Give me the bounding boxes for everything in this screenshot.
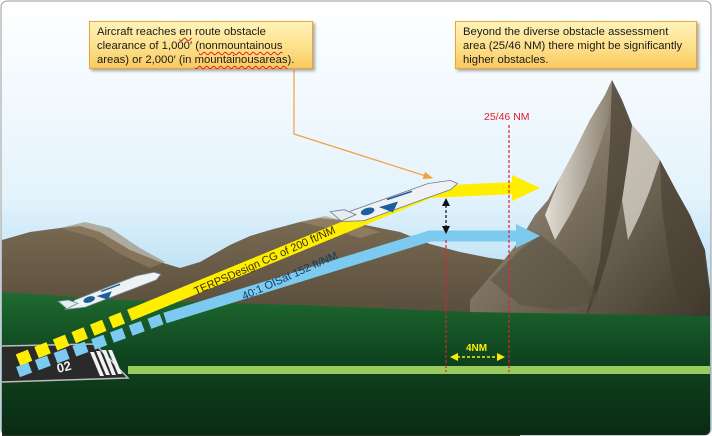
- en-route-clearance-callout: Aircraft reaches en route obstacle clear…: [89, 21, 313, 69]
- aircraft-high: [329, 179, 459, 222]
- callout-right-line-2: area (25/46 NM) there might be significa…: [463, 40, 683, 52]
- callout-left-line-1: Aircraft reaches en route obstacle: [97, 26, 266, 38]
- runway-edge: [1, 343, 130, 383]
- mountain-dark-face-2: [660, 160, 705, 320]
- callout-right-line-1: Beyond the diverse obstacle assessment: [463, 26, 669, 38]
- runway-centerline-extension: [128, 366, 710, 374]
- callout-leader-line: [293, 70, 433, 180]
- callout-left-line-2: clearance of 1,000′ (nonmountainous: [97, 40, 283, 52]
- mountain-light-face-2: [622, 125, 660, 240]
- mountain-base-rock: [490, 235, 600, 310]
- distance-label: 4NM: [466, 343, 487, 354]
- runway-threshold-bars: [90, 350, 122, 376]
- callout-right-line-3: higher obstacles.: [463, 54, 549, 66]
- runway: [2, 344, 128, 382]
- hill-ridge: [60, 222, 165, 268]
- mountain-light-face: [545, 80, 612, 240]
- ois-path: [16, 224, 540, 378]
- distance-dimension: [450, 353, 505, 361]
- mountain-dark-face: [585, 80, 632, 320]
- obstacle-assessment-callout: Beyond the diverse obstacle assessment a…: [455, 21, 697, 69]
- boundary-label: 25/46 NM: [484, 111, 530, 123]
- callout-left-line-3: areas) or 2,000′ (in mountainousareas).: [97, 54, 295, 66]
- ground: [2, 292, 710, 435]
- aircraft-low: [57, 271, 162, 311]
- clearance-arrow: [442, 198, 450, 234]
